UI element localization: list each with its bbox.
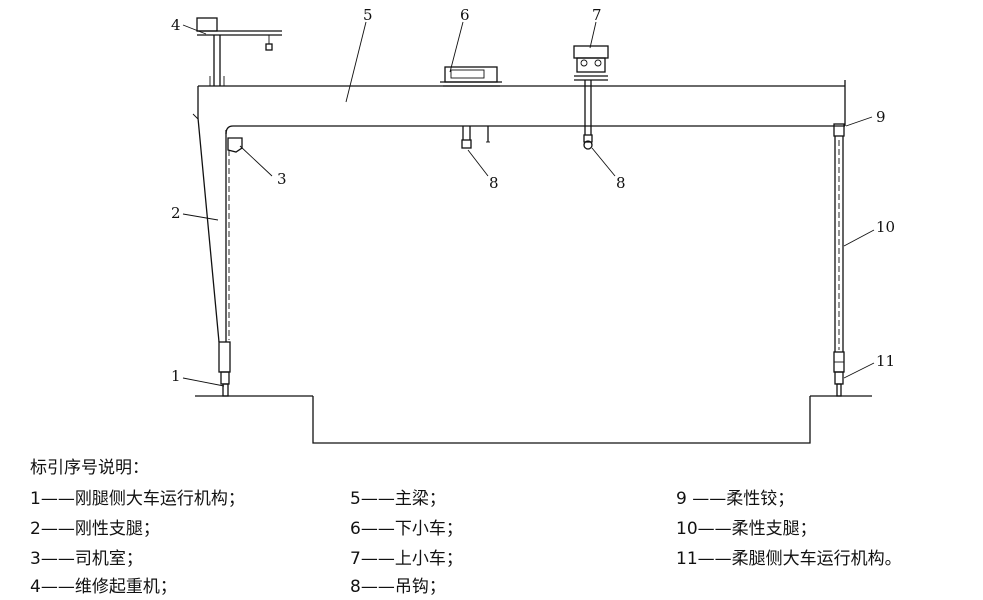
callout-9: 9 bbox=[876, 108, 886, 126]
lower-trolley bbox=[440, 66, 502, 87]
callout-numbers: 1 2 3 4 5 6 7 8 8 9 10 11 bbox=[171, 6, 895, 385]
callout-11: 11 bbox=[876, 352, 895, 370]
legend-item-4: 4——维修起重机； bbox=[30, 577, 177, 597]
leader-lines bbox=[182, 21, 875, 387]
hook-upper-trolley bbox=[583, 134, 593, 150]
callout-8b: 8 bbox=[616, 174, 626, 192]
callout-3: 3 bbox=[277, 170, 287, 188]
upper-trolley bbox=[573, 45, 609, 135]
gantry-crane-diagram: 1 2 3 4 5 6 7 8 8 9 10 11 bbox=[171, 6, 895, 444]
hook-lower-trolley bbox=[461, 126, 490, 149]
legend-item-9: 9 ——柔性铰； bbox=[676, 489, 795, 509]
legend-item-7: 7——上小车； bbox=[350, 549, 463, 569]
legend-item-11: 11——柔腿侧大车运行机构。 bbox=[676, 549, 902, 569]
legend-item-5: 5——主梁； bbox=[350, 489, 446, 509]
legend-item-3: 3——司机室； bbox=[30, 549, 143, 569]
legend-item-10: 10——柔性支腿； bbox=[676, 519, 817, 539]
maintenance-crane bbox=[196, 17, 282, 86]
callout-2: 2 bbox=[171, 204, 181, 222]
legend-item-8: 8——吊钩； bbox=[350, 577, 446, 597]
driver-cab bbox=[227, 137, 243, 153]
legend-item-1: 1——刚腿侧大车运行机构； bbox=[30, 489, 245, 509]
callout-4: 4 bbox=[171, 16, 181, 34]
legend-item-6: 6——下小车； bbox=[350, 519, 463, 539]
callout-6: 6 bbox=[460, 6, 470, 24]
callout-7: 7 bbox=[592, 6, 602, 24]
rigid-leg bbox=[192, 113, 231, 397]
ground-and-pit bbox=[195, 395, 872, 444]
main-girder bbox=[197, 80, 846, 135]
callout-10: 10 bbox=[876, 218, 895, 236]
legend-title: 标引序号说明： bbox=[30, 458, 149, 478]
callout-8a: 8 bbox=[489, 174, 499, 192]
flexible-hinge bbox=[833, 123, 845, 137]
legend-item-2: 2——刚性支腿； bbox=[30, 519, 160, 539]
callout-5: 5 bbox=[363, 6, 373, 24]
flexible-leg bbox=[834, 136, 844, 352]
callout-1: 1 bbox=[171, 367, 181, 385]
flexible-side-travel-mechanism bbox=[833, 351, 845, 397]
